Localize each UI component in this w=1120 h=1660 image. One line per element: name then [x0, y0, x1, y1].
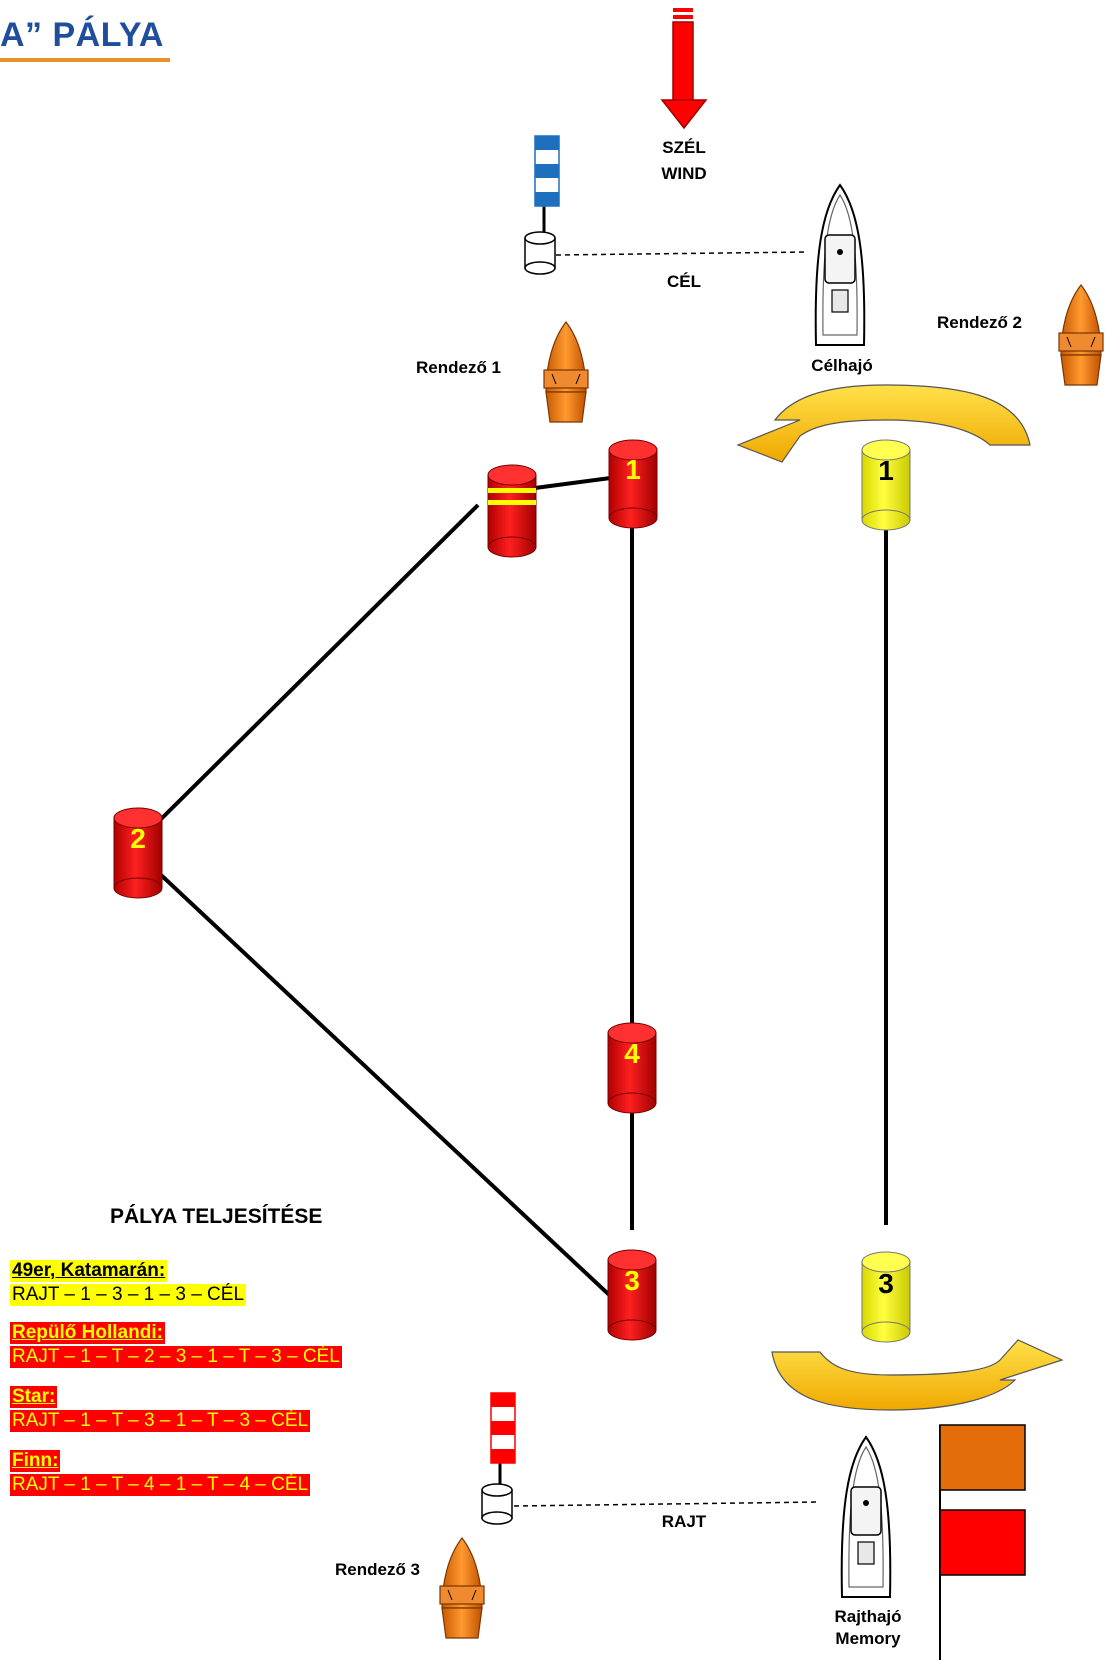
course-header: 49er, Katamarán: [10, 1260, 168, 1282]
official-boat-3 [439, 1537, 485, 1639]
flag-orange [939, 1424, 1026, 1491]
start-label: RAJT [661, 1512, 707, 1531]
mark-3-red [607, 1249, 657, 1341]
finish-label: CÉL [667, 272, 701, 291]
mark-1-yellow [861, 439, 911, 531]
mark-2-red-number: 2 [130, 823, 146, 854]
course-49er: 49er, Katamarán: RAJT – 1 – 3 – 1 – 3 – … [10, 1260, 247, 1306]
finish-pin-buoy [524, 231, 556, 275]
official-2-label: Rendező 2 [937, 313, 1023, 332]
official-boat-1 [543, 321, 589, 423]
course-lines [143, 473, 888, 1307]
official-3-label: Rendező 3 [335, 1560, 421, 1579]
page-title: A” PÁLYA [0, 12, 170, 62]
course-route: RAJT – 1 – T – 4 – 1 – T – 4 – CÉL [10, 1474, 311, 1496]
mark-1-yellow-number: 1 [878, 455, 894, 486]
course-route: RAJT – 1 – T – 3 – 1 – T – 3 – CÉL [10, 1410, 311, 1432]
start-boat-label: Rajthajó Memory [834, 1607, 902, 1648]
flag-red [939, 1509, 1026, 1576]
gate-mark-striped [487, 464, 537, 558]
start-pin-buoy [481, 1483, 513, 1525]
start-boat [840, 1435, 892, 1598]
mark-3-red-number: 3 [624, 1265, 640, 1296]
start-line [513, 1501, 821, 1507]
mark-4-red-number: 4 [624, 1038, 640, 1069]
rounding-arrow-top [736, 384, 1031, 463]
class-flags [939, 1424, 1026, 1660]
wind-arrow [660, 8, 708, 130]
mark-4-red [607, 1022, 657, 1114]
finish-boat [814, 183, 866, 346]
course-header: Finn: [10, 1450, 61, 1472]
wind-label: SZÉL WIND [661, 138, 707, 183]
course-route: RAJT – 1 – 3 – 1 – 3 – CÉL [10, 1284, 247, 1306]
finish-boat-label: Célhajó [811, 356, 873, 375]
rounding-arrow-bottom [771, 1339, 1064, 1411]
course-finn: Finn: RAJT – 1 – T – 4 – 1 – T – 4 – CÉL [10, 1450, 311, 1496]
course-completion-title: PÁLYA TELJESÍTÉSE [110, 1205, 323, 1228]
course-header: Repülő Hollandi: [10, 1322, 165, 1344]
mark-2-red [113, 807, 163, 899]
official-boat-2 [1058, 284, 1104, 386]
finish-flag [534, 135, 560, 240]
official-1-label: Rendező 1 [416, 358, 502, 377]
start-flag [490, 1392, 516, 1490]
finish-line [555, 251, 809, 256]
mark-3-yellow-number: 3 [878, 1268, 894, 1299]
course-route: RAJT – 1 – T – 2 – 3 – 1 – T – 3 – CÉL [10, 1346, 342, 1368]
mark-3-yellow [861, 1251, 911, 1343]
course-star: Star: RAJT – 1 – T – 3 – 1 – T – 3 – CÉL [10, 1386, 311, 1432]
course-flying-dutchman: Repülő Hollandi: RAJT – 1 – T – 2 – 3 – … [10, 1322, 342, 1368]
mark-1-red-number: 1 [625, 454, 641, 485]
course-header: Star: [10, 1386, 58, 1408]
mark-1-red [608, 439, 658, 529]
